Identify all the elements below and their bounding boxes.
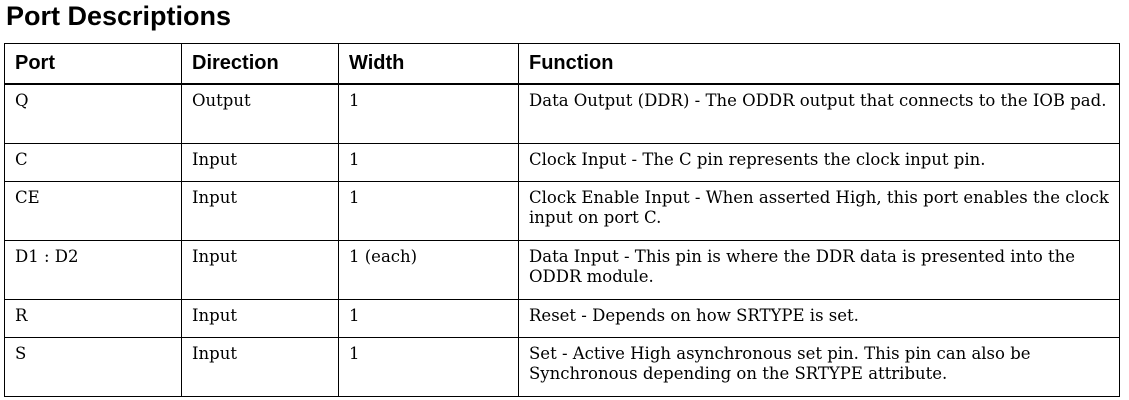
cell-port: S [4, 337, 182, 397]
cell-function: Data Input - This pin is where the DDR d… [518, 240, 1120, 300]
cell-direction: Input [181, 299, 339, 338]
header-function: Function [518, 43, 1120, 85]
cell-function: Clock Input - The C pin represents the c… [518, 143, 1120, 182]
table-row: D1 : D2 Input 1 (each) Data Input - This… [4, 240, 1120, 300]
table-header-row: Port Direction Width Function [4, 43, 1120, 85]
cell-function: Set - Active High asynchronous set pin. … [518, 337, 1120, 397]
cell-width: 1 [338, 181, 519, 241]
cell-port: CE [4, 181, 182, 241]
cell-width: 1 [338, 143, 519, 182]
cell-function: Reset - Depends on how SRTYPE is set. [518, 299, 1120, 338]
cell-direction: Input [181, 240, 339, 300]
cell-port: R [4, 299, 182, 338]
cell-direction: Input [181, 337, 339, 397]
header-direction: Direction [181, 43, 339, 85]
cell-function: Clock Enable Input - When asserted High,… [518, 181, 1120, 241]
cell-width: 1 [338, 83, 519, 144]
table-row: C Input 1 Clock Input - The C pin repres… [4, 143, 1120, 182]
cell-width: 1 (each) [338, 240, 519, 300]
page-title: Port Descriptions [6, 1, 232, 31]
header-width: Width [338, 43, 519, 85]
table-row: S Input 1 Set - Active High asynchronous… [4, 337, 1120, 397]
cell-width: 1 [338, 299, 519, 338]
cell-function: Data Output (DDR) - The ODDR output that… [518, 83, 1120, 144]
table-row: Q Output 1 Data Output (DDR) - The ODDR … [4, 83, 1120, 144]
cell-port: Q [4, 83, 182, 144]
cell-port: D1 : D2 [4, 240, 182, 300]
header-port: Port [4, 43, 182, 85]
table-row: CE Input 1 Clock Enable Input - When ass… [4, 181, 1120, 241]
cell-direction: Input [181, 143, 339, 182]
cell-width: 1 [338, 337, 519, 397]
cell-port: C [4, 143, 182, 182]
cell-direction: Output [181, 83, 339, 144]
port-descriptions-table: Port Direction Width Function Q Output 1… [4, 43, 1120, 397]
table-row: R Input 1 Reset - Depends on how SRTYPE … [4, 299, 1120, 338]
cell-direction: Input [181, 181, 339, 241]
